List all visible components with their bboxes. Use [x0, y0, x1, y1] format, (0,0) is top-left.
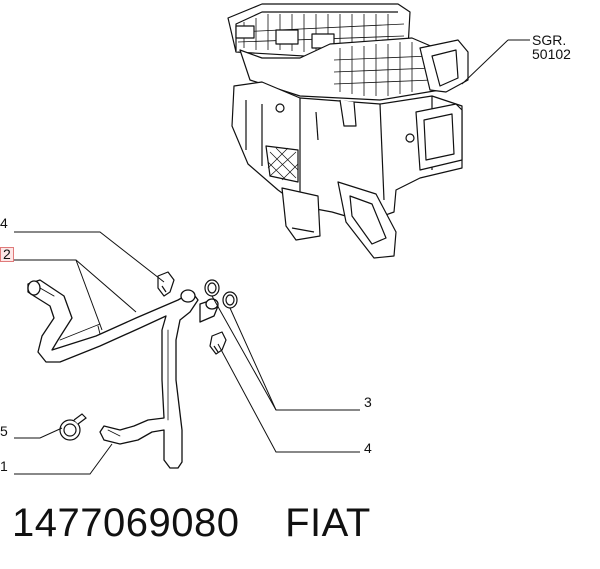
- o-rings: [204, 279, 238, 309]
- clip-lower: [209, 331, 227, 355]
- brand-name: FIAT: [285, 501, 371, 545]
- callout-4-top-left: 4: [0, 215, 8, 231]
- callout-2-highlighted[interactable]: 2: [0, 247, 14, 262]
- callout-3: 3: [364, 394, 372, 410]
- part-number: 1477069080: [12, 501, 240, 545]
- callout-sgr: SGR. 50102: [532, 32, 571, 62]
- heater-box-illustration: [227, 3, 469, 259]
- callout-4-right: 4: [364, 440, 372, 456]
- hose-clamp: [59, 413, 87, 441]
- clip-upper: [157, 271, 175, 297]
- callout-5: 5: [0, 423, 8, 439]
- leader-lines: [14, 231, 360, 475]
- callout-1: 1: [0, 458, 8, 474]
- sgr-leader-line: [461, 39, 509, 85]
- upper-hose: [27, 279, 199, 469]
- part-number-footer: 1477069080 FIAT: [12, 499, 371, 547]
